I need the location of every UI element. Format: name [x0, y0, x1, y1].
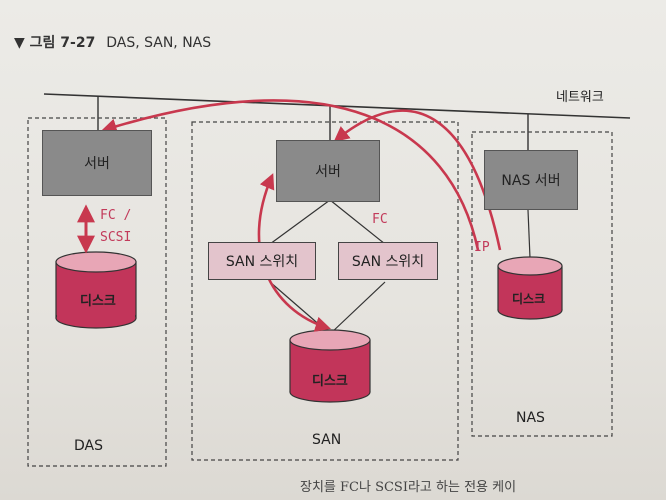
footer-text: 장치를 FC나 SCSI라고 하는 전용 케이 — [300, 480, 517, 495]
network-label: 네트워크 — [556, 90, 604, 105]
figure-caption: DAS, SAN, NAS — [106, 35, 212, 51]
san-link-right-disk — [329, 281, 386, 335]
figure-title: ▼ 그림 7-27 DAS, SAN, NAS — [14, 32, 211, 52]
nas-zone-label: NAS — [516, 410, 545, 426]
san-switch-right: SAN 스위치 — [338, 242, 438, 280]
san-link-left — [269, 199, 331, 245]
das-link-label-scsi: SCSI — [100, 230, 132, 245]
das-disk-shape — [55, 251, 137, 329]
nas-disk-shape — [497, 256, 563, 320]
san-zone-label: SAN — [312, 432, 342, 448]
figure-number: 그림 7-27 — [29, 35, 96, 51]
nas-link-disk — [527, 209, 531, 259]
nas-server: NAS 서버 — [484, 150, 578, 210]
nas-ip-label: IP — [474, 240, 490, 255]
san-fc-label: FC — [372, 212, 388, 227]
figure-marker: ▼ — [14, 35, 25, 51]
das-zone-label: DAS — [74, 438, 103, 454]
das-server: 서버 — [42, 130, 152, 196]
san-disk-label: 디스크 — [312, 374, 348, 389]
san-zone — [191, 121, 459, 461]
san-switch-left: SAN 스위치 — [208, 242, 316, 280]
nas-to-das-arrow — [101, 99, 480, 251]
san-disk-shape — [289, 329, 371, 403]
das-disk-label: 디스크 — [80, 294, 116, 309]
san-server: 서버 — [276, 140, 380, 202]
san-link-right — [329, 199, 386, 245]
das-link-label-fc: FC / — [100, 208, 132, 223]
das-zone — [27, 117, 167, 467]
nas-zone — [471, 131, 613, 437]
nas-disk-label: 디스크 — [512, 292, 546, 306]
